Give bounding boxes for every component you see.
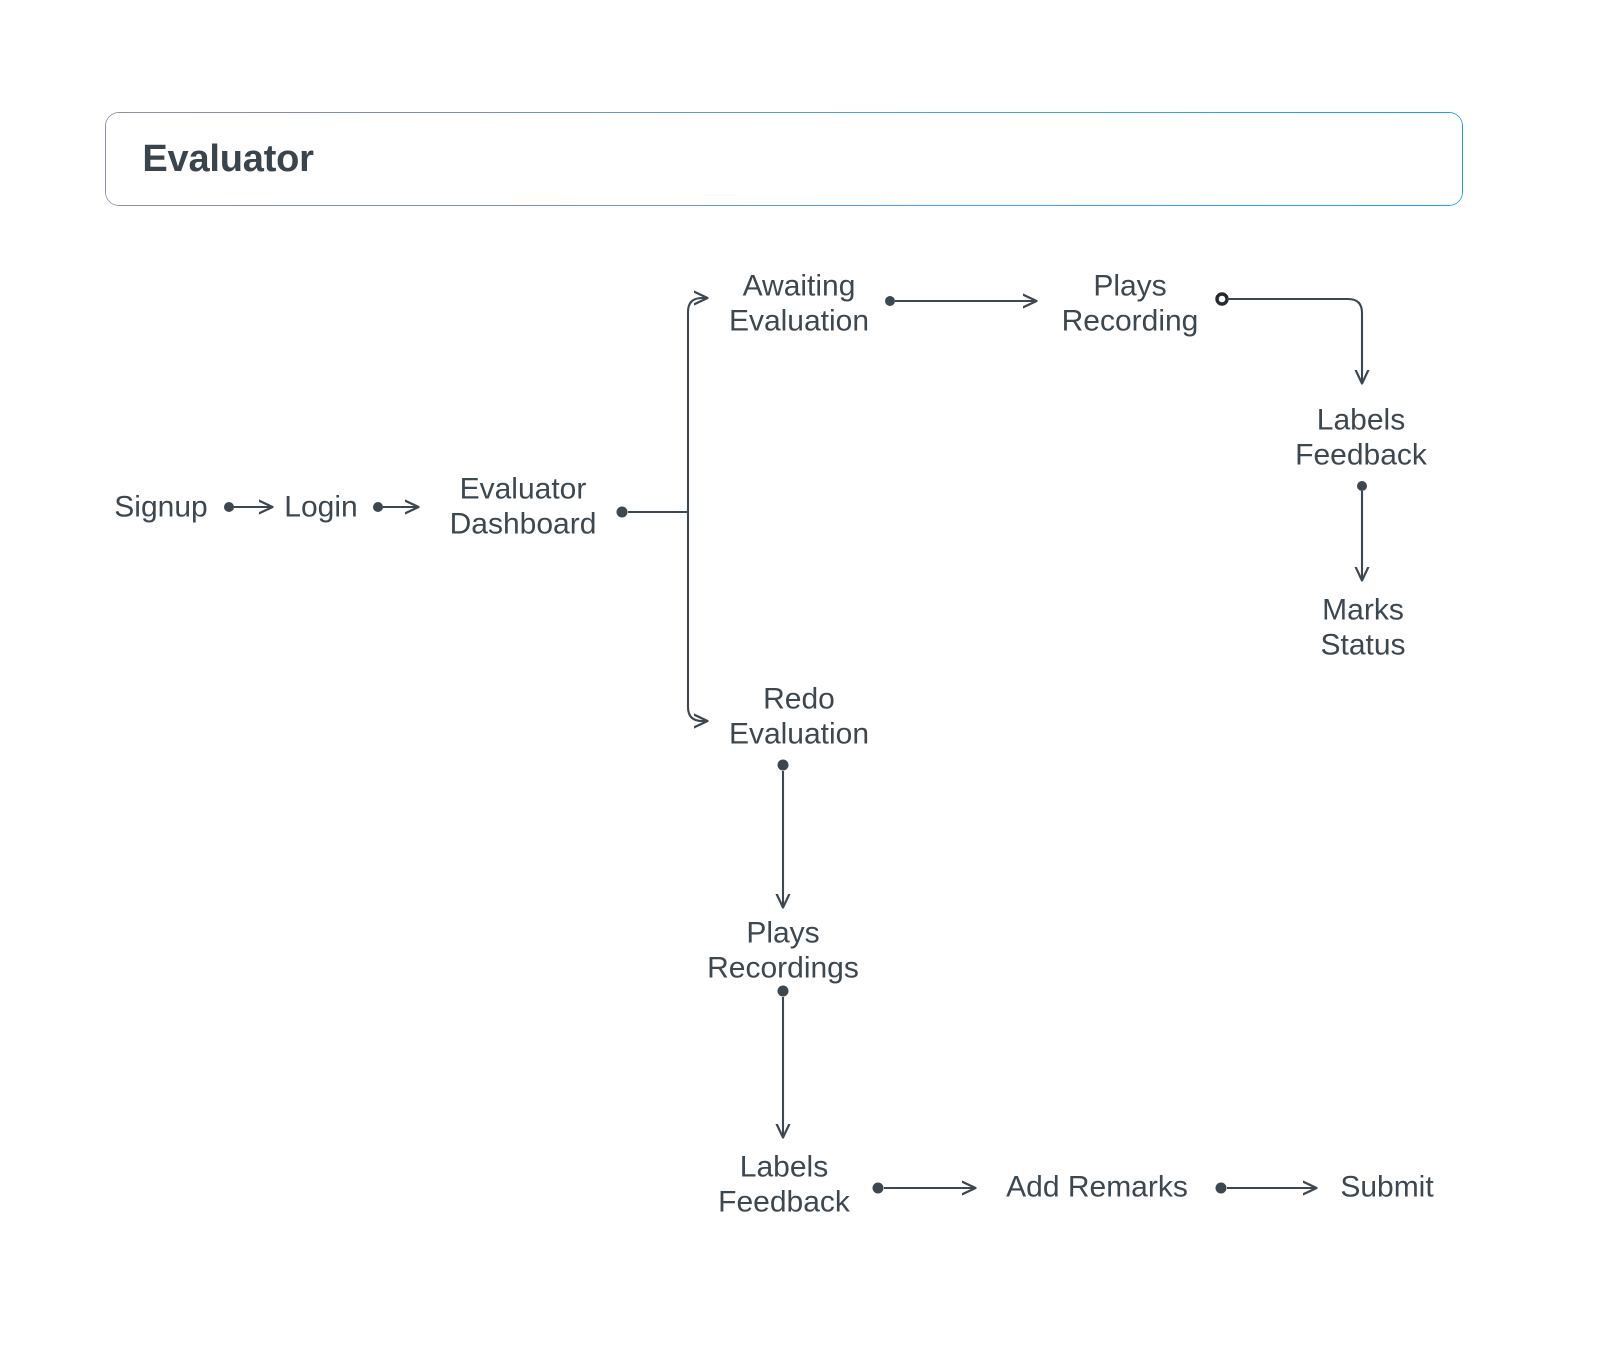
node-signup[interactable]: Signup <box>114 490 208 524</box>
node-labels-feedback-bottom[interactable]: Labels Feedback <box>718 1150 850 1219</box>
header-card-inner: Evaluator <box>106 113 1462 205</box>
edge-dot-login <box>373 502 383 512</box>
page-title: Evaluator <box>142 138 314 180</box>
edge-dot-signup <box>224 502 234 512</box>
node-awaiting-evaluation[interactable]: Awaiting Evaluation <box>728 269 870 338</box>
node-redo-evaluation[interactable]: Redo Evaluation <box>728 682 870 751</box>
edge-plays-labels-top <box>1227 297 1362 383</box>
header-card: Evaluator <box>105 112 1463 206</box>
edge-dot-dashboard <box>616 506 628 518</box>
node-plays-recording[interactable]: Plays Recording <box>1061 269 1199 338</box>
node-add-remarks[interactable]: Add Remarks <box>1006 1170 1188 1204</box>
edge-dot-labels-bottom <box>872 1182 884 1194</box>
edge-spine-redo <box>686 512 707 721</box>
edge-ring-dot-plays-recording <box>1215 292 1229 306</box>
edge-dot-add-remarks <box>1215 1182 1227 1194</box>
edge-dot-redo <box>777 759 789 771</box>
node-plays-recordings[interactable]: Plays Recordings <box>707 916 859 985</box>
node-labels-feedback-top[interactable]: Labels Feedback <box>1295 403 1427 472</box>
edge-dot-awaiting <box>885 296 895 306</box>
node-evaluator-dashboard[interactable]: Evaluator Dashboard <box>449 472 597 541</box>
node-marks-status[interactable]: Marks Status <box>1320 593 1406 662</box>
edge-spine-awaiting <box>686 298 707 512</box>
node-login[interactable]: Login <box>284 490 358 524</box>
node-submit[interactable]: Submit <box>1340 1170 1434 1204</box>
edge-dot-plays-recordings <box>777 985 789 997</box>
edge-dot-labels-top <box>1357 481 1367 491</box>
